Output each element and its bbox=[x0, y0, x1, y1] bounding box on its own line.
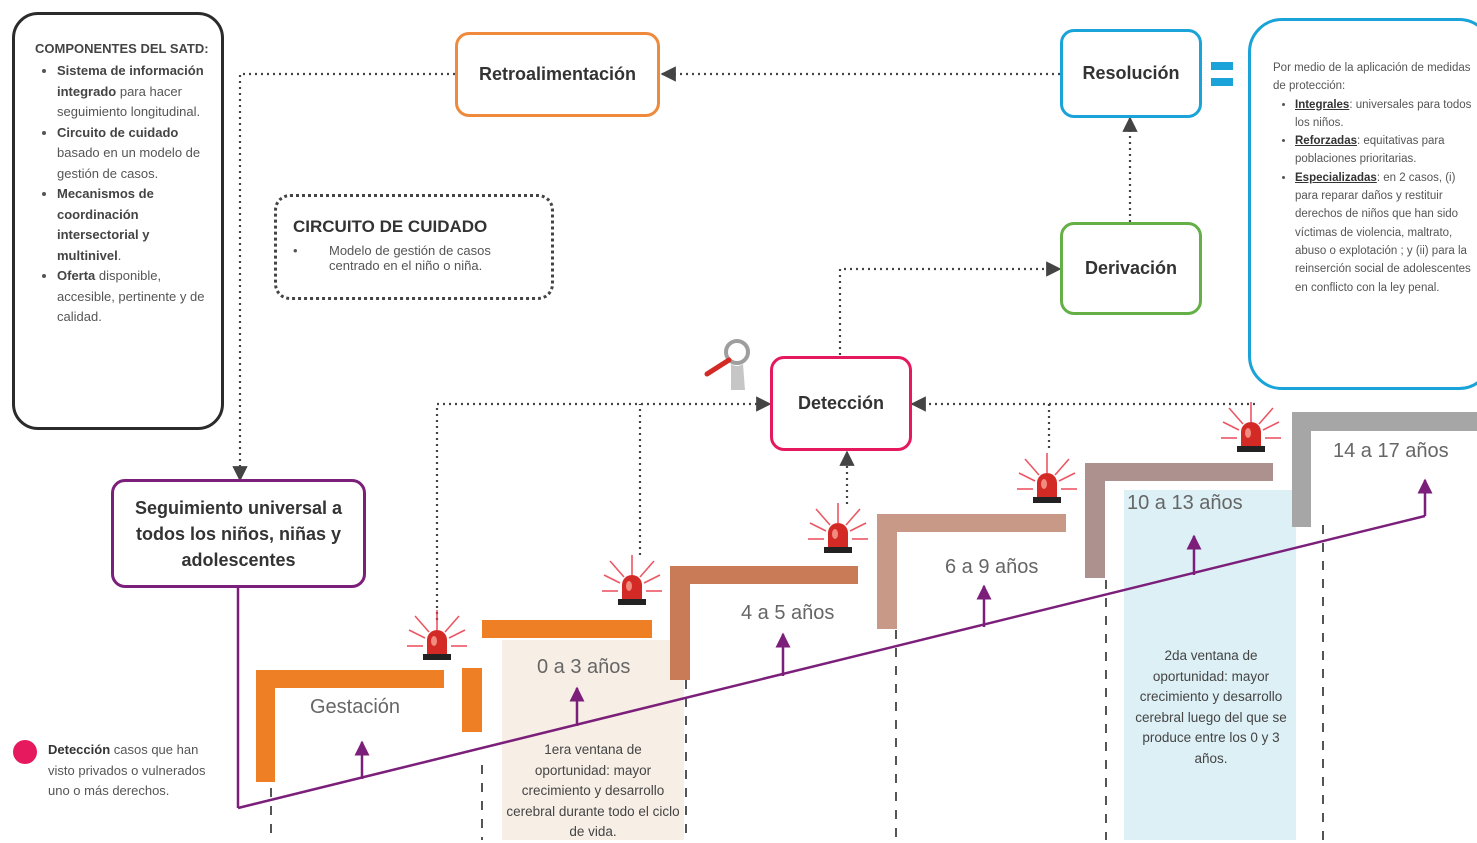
components-item-bold: Circuito de cuidado bbox=[57, 124, 179, 140]
protection-item-text: : universales para todos los niños. bbox=[1295, 98, 1472, 129]
first-window-text: 1era ventana de oportunidad: mayor creci… bbox=[506, 742, 680, 839]
alarm-icon bbox=[601, 554, 663, 606]
components-item: Sistema de información integrado para ha… bbox=[57, 61, 209, 123]
circuito-text: Modelo de gestión de casos centrado en e… bbox=[329, 243, 491, 273]
seguimiento-node: Seguimiento universal a todos los niños,… bbox=[111, 479, 366, 588]
protection-item: Especializadas: en 2 casos, (i) para rep… bbox=[1295, 169, 1477, 297]
step-14-17 bbox=[1292, 412, 1477, 527]
components-item-text: para hacer seguimiento longitudinal. bbox=[57, 83, 201, 120]
components-item-text: . bbox=[117, 247, 122, 263]
flow-connectors bbox=[232, 66, 1255, 620]
components-title: COMPONENTES DEL SATD: bbox=[35, 41, 209, 56]
alarm-icon bbox=[406, 609, 468, 661]
magnifier-icon bbox=[704, 339, 750, 390]
stage-label: 0 a 3 años bbox=[537, 656, 631, 678]
protection-item-text: : equitativas para poblaciones prioritar… bbox=[1295, 135, 1445, 166]
stage-label: Gestación bbox=[310, 696, 401, 718]
stage-label: 10 a 13 años bbox=[1127, 492, 1243, 514]
components-item: Circuito de cuidado basado en un modelo … bbox=[57, 123, 209, 185]
step-0-3 bbox=[462, 620, 652, 732]
equals-icon-bottom bbox=[1211, 78, 1233, 86]
alarm-icon bbox=[1220, 401, 1282, 453]
protection-item-text: : en 2 casos, (i) para reparar daños y r… bbox=[1295, 171, 1471, 294]
stage-label: 14 a 17 años bbox=[1333, 440, 1449, 462]
components-item-bold: Sistema de información integrado bbox=[57, 63, 204, 99]
equals-icon-top bbox=[1211, 62, 1233, 70]
stage-label: 6 a 9 años bbox=[945, 556, 1039, 578]
step-4-5 bbox=[670, 566, 858, 680]
protection-panel: Por medio de la aplicación de medidas de… bbox=[1248, 18, 1477, 390]
components-item-bold: Oferta bbox=[57, 268, 96, 283]
detection-legend-dot bbox=[13, 740, 37, 764]
connector-left-to-deteccion bbox=[435, 396, 772, 620]
alarm-icon bbox=[1016, 452, 1078, 504]
resolucion-node: Resolución bbox=[1060, 29, 1202, 118]
circuito-bullet: • bbox=[293, 243, 298, 258]
circuito-title: CIRCUITO DE CUIDADO bbox=[293, 217, 488, 236]
step-6-9 bbox=[877, 514, 1066, 629]
growth-line bbox=[237, 514, 1426, 810]
components-item-text: disponible, accesible, pertinente y de c… bbox=[57, 268, 205, 324]
alarm-icon bbox=[807, 502, 869, 554]
derivacion-node: Derivación bbox=[1060, 222, 1202, 315]
protection-list: Integrales: universales para todos los n… bbox=[1273, 96, 1477, 297]
protection-intro: Por medio de la aplicación de medidas de… bbox=[1273, 62, 1471, 93]
second-window-text: 2da ventana de oportunidad: mayor crecim… bbox=[1135, 648, 1287, 766]
components-item: Oferta disponible, accesible, pertinente… bbox=[57, 266, 209, 328]
step-gestacion bbox=[256, 670, 444, 782]
legend-rest: casos que han visto privados o vulnerado… bbox=[48, 742, 206, 798]
components-list: Sistema de información integrado para ha… bbox=[35, 61, 209, 328]
stage-arrows bbox=[354, 478, 1433, 779]
protection-item-bold: Reforzadas bbox=[1295, 135, 1357, 148]
legend-bold: Detección bbox=[48, 742, 111, 757]
first-window-bg bbox=[502, 640, 684, 840]
components-item: Mecanismos de coordinación intersectoria… bbox=[57, 184, 209, 266]
protection-item-bold: Integrales bbox=[1295, 98, 1350, 111]
protection-item: Integrales: universales para todos los n… bbox=[1295, 96, 1477, 133]
protection-item-bold: Especializadas bbox=[1295, 171, 1377, 184]
circuito-box: CIRCUITO DE CUIDADO • Modelo de gestión … bbox=[274, 194, 554, 300]
connector-deteccion-to-derivacion bbox=[838, 261, 1062, 355]
stage-guides bbox=[270, 525, 1324, 840]
deteccion-node: Detección bbox=[770, 356, 912, 451]
step-10-13 bbox=[1085, 463, 1273, 578]
second-window-bg bbox=[1124, 490, 1296, 840]
components-panel: COMPONENTES DEL SATD: Sistema de informa… bbox=[12, 12, 224, 430]
components-item-bold: Mecanismos de coordinación intersectoria… bbox=[57, 186, 154, 263]
detection-legend-text: Detección casos que han visto privados o… bbox=[48, 740, 218, 802]
circuito-line: • Modelo de gestión de casos centrado en… bbox=[293, 243, 535, 273]
retroalimentacion-node: Retroalimentación bbox=[455, 32, 660, 117]
stage-label: 4 a 5 años bbox=[741, 602, 835, 624]
protection-item: Reforzadas: equitativas para poblaciones… bbox=[1295, 132, 1477, 169]
components-item-text: basado en un modelo de gestión de casos. bbox=[57, 145, 201, 181]
